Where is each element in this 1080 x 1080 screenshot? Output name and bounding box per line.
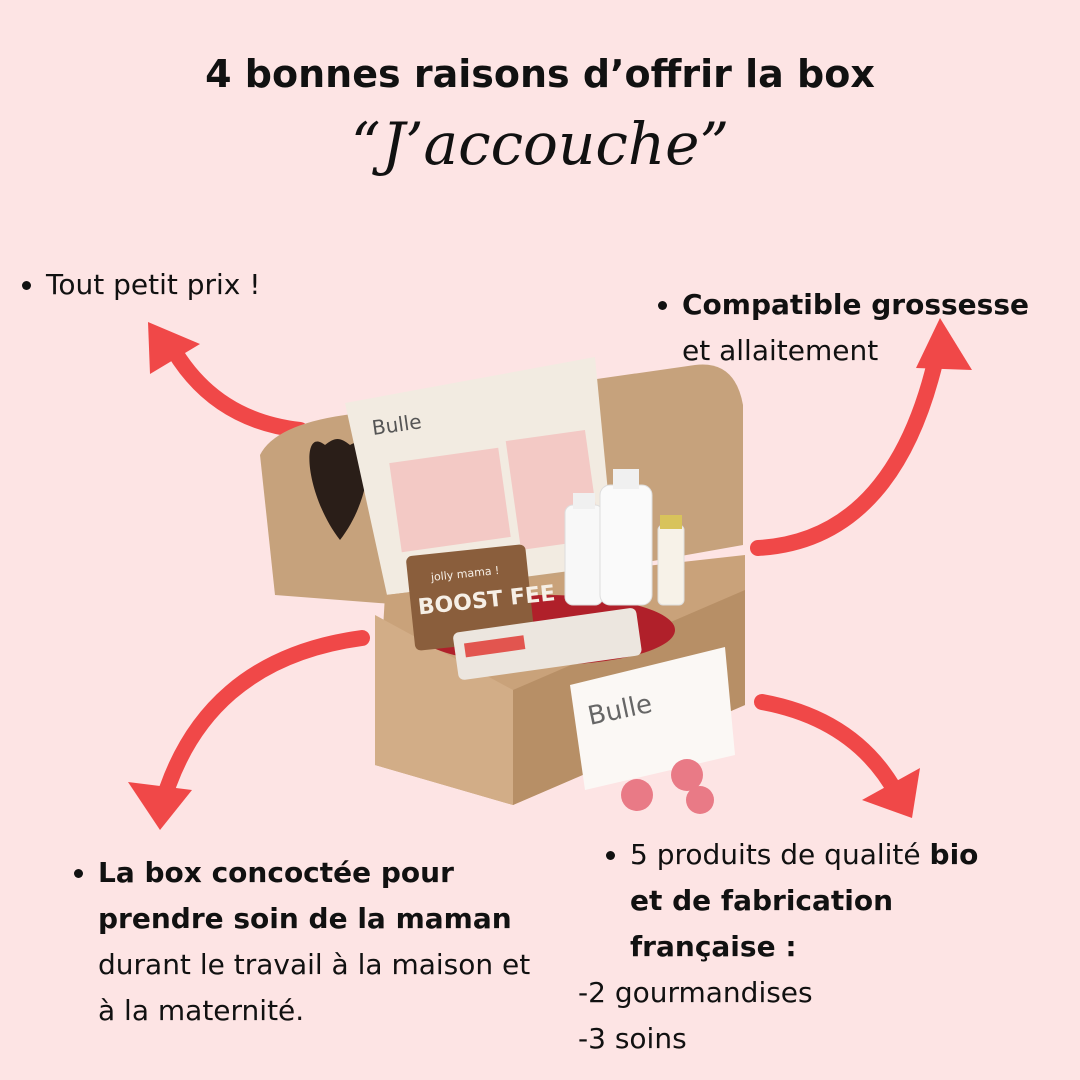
reason-products-normal: 5 produits de qualité bbox=[630, 838, 930, 871]
reason-care-bold-2: prendre soin de la maman bbox=[98, 902, 512, 935]
arrow-bottom-right bbox=[754, 694, 908, 808]
arrow-top-left bbox=[160, 332, 308, 438]
page-subtitle: “J’accouche” bbox=[350, 110, 730, 178]
reason-products-line-1: -2 gourmandises bbox=[578, 976, 813, 1009]
product-image: Bulle BOOST FEE jolly mama ! Bulle bbox=[255, 345, 765, 815]
reason-products-line-2: -3 soins bbox=[578, 1022, 687, 1055]
arrow-bottom-left bbox=[152, 630, 370, 820]
reason-products-bold-1: bio bbox=[929, 838, 979, 871]
reason-care-rest-1: durant le travail à la maison et bbox=[98, 948, 531, 981]
reason-compatible: Compatible grossesse et allaitement bbox=[656, 282, 1056, 374]
heart-icon bbox=[309, 439, 368, 540]
page-title: 4 bonnes raisons d’offrir la box bbox=[205, 52, 875, 96]
reason-compatible-rest: et allaitement bbox=[682, 334, 879, 367]
reason-care: La box concoctée pour prendre soin de la… bbox=[72, 850, 552, 1034]
reason-products: 5 produits de qualité bio et de fabricat… bbox=[578, 832, 1044, 1062]
reason-care-item: La box concoctée pour prendre soin de la… bbox=[98, 850, 552, 1034]
reason-products-item: 5 produits de qualité bio et de fabricat… bbox=[630, 832, 1044, 970]
reason-care-bold-1: La box concoctée pour bbox=[98, 856, 454, 889]
reason-price: Tout petit prix ! bbox=[20, 262, 261, 308]
reason-care-rest-2: à la maternité. bbox=[98, 994, 305, 1027]
reason-compatible-bold: Compatible grossesse bbox=[682, 288, 1029, 321]
arrow-top-right bbox=[750, 332, 948, 556]
reason-products-bold-3: française : bbox=[630, 930, 797, 963]
reason-price-text: Tout petit prix ! bbox=[46, 262, 261, 308]
reason-compatible-item: Compatible grossesse et allaitement bbox=[682, 282, 1056, 374]
reason-products-bold-2: et de fabrication bbox=[630, 884, 894, 917]
